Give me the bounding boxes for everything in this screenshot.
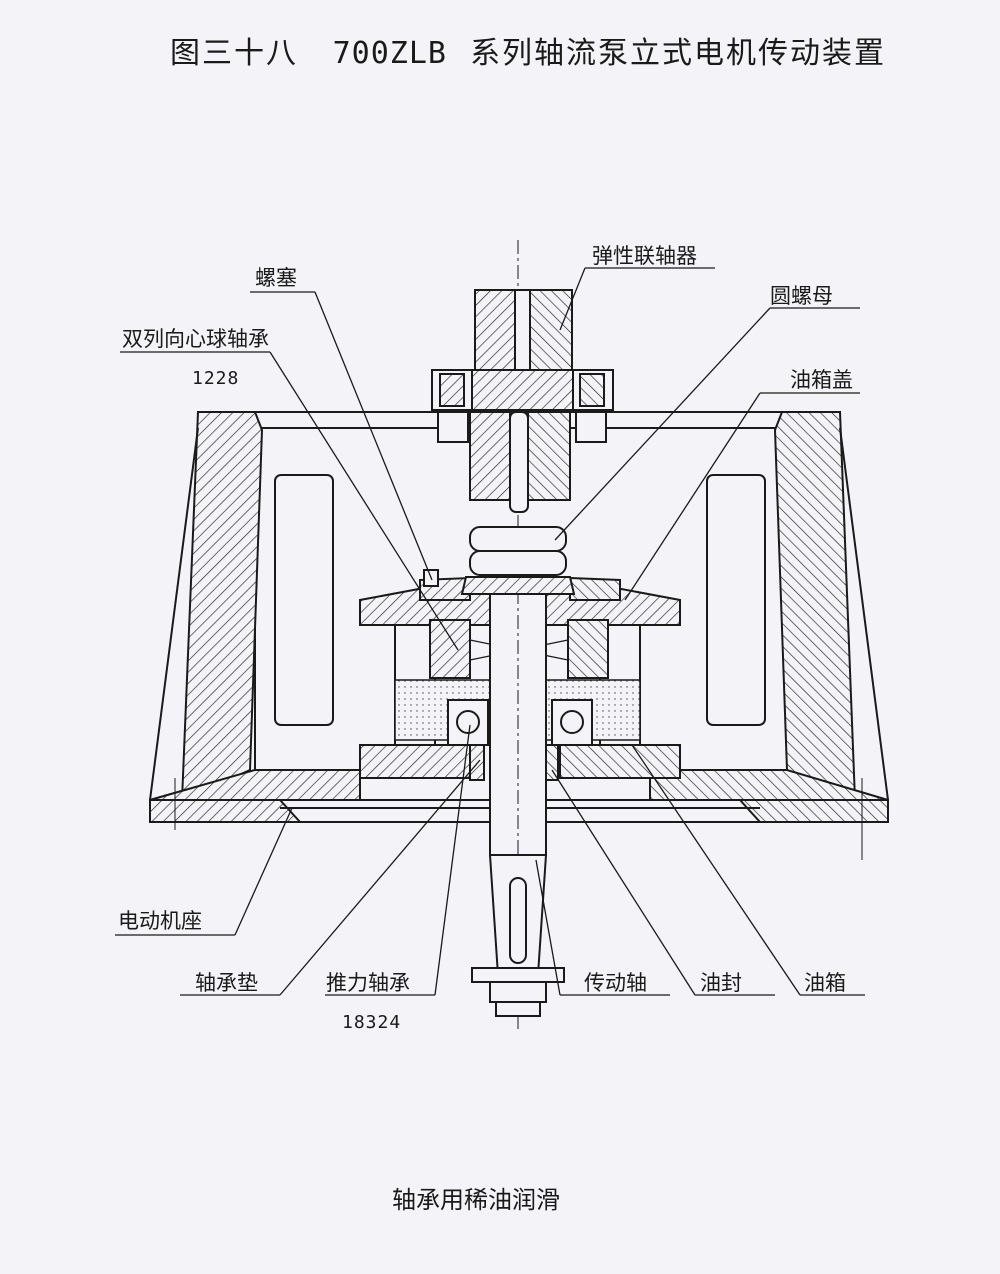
- page-title: 图三十八 700ZLB 系列轴流泵立式电机传动装置: [170, 28, 886, 72]
- label-thrust-bearing: 推力轴承: [326, 971, 410, 995]
- motor-base: [149, 411, 889, 860]
- label-motor-base: 电动机座: [118, 909, 202, 933]
- title-prefix: 图三十八: [170, 36, 298, 71]
- label-oil-tank: 油箱: [804, 971, 846, 995]
- drive-shaft: [471, 240, 565, 1030]
- leader-lines: [115, 267, 865, 996]
- self-aligning-bearing: [429, 619, 609, 679]
- title-model: 700ZLB: [332, 36, 447, 71]
- label-bearing-pad: 轴承垫: [195, 971, 258, 995]
- oil-seal: [469, 744, 559, 781]
- elastic-coupling: [431, 289, 614, 513]
- label-drive-shaft: 传动轴: [584, 971, 647, 995]
- label-oil-tank-cover: 油箱盖: [790, 368, 853, 392]
- label-thrust-bearing-code: 18324: [342, 1012, 402, 1033]
- bottom-caption: 轴承用稀油润滑: [392, 1186, 560, 1214]
- round-nut: [460, 526, 576, 595]
- label-oil-seal: 油封: [700, 971, 742, 995]
- label-elastic-coupling: 弹性联轴器: [592, 244, 697, 268]
- label-round-nut: 圆螺母: [770, 284, 833, 308]
- thrust-bearing: [447, 699, 593, 746]
- label-plug-screw: 螺塞: [255, 266, 297, 290]
- label-self-aligning-bearing: 双列向心球轴承: [122, 327, 269, 351]
- title-text: 系列轴流泵立式电机传动装置: [470, 36, 887, 71]
- label-self-aligning-bearing-code: 1228: [192, 368, 240, 389]
